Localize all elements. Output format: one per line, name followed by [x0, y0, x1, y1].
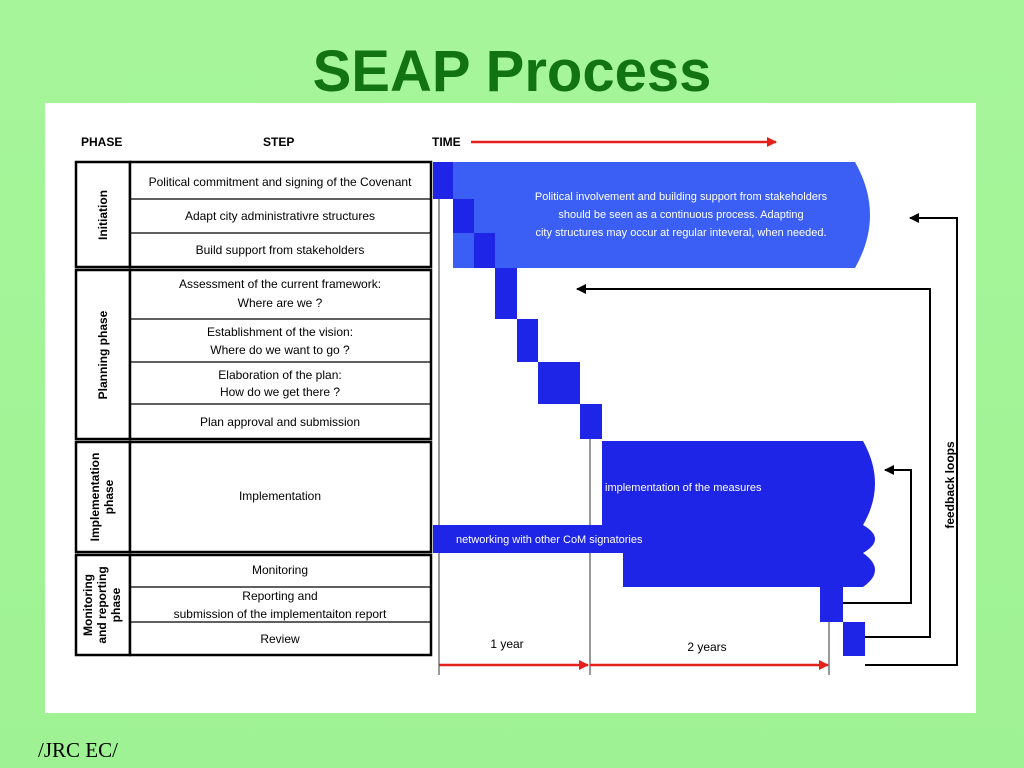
step-elaboration-1: Elaboration of the plan: [218, 368, 341, 382]
step-reporting-2: submission of the implementaiton report [174, 607, 387, 621]
time-header: TIME [432, 135, 461, 149]
networking-bar-label: networking with other CoM signatories [456, 534, 643, 546]
phase-label-initiation: Initiation [96, 190, 110, 240]
phase-label-implementation-2: phase [102, 479, 116, 514]
political-involvement-bar [453, 162, 870, 268]
political-text-1: Political involvement and building suppo… [535, 191, 828, 203]
implementation-bar-label: implementation of the measures [605, 482, 762, 494]
phase-implementation-box [74, 440, 132, 554]
step-political-commitment: Political commitment and signing of the … [149, 175, 412, 189]
block-step-reporting [820, 587, 843, 622]
one-year-label: 1 year [490, 637, 523, 651]
block-step-2 [453, 199, 474, 233]
block-step-1 [433, 162, 453, 199]
step-review: Review [260, 632, 300, 646]
step-column: Political commitment and signing of the … [128, 160, 433, 657]
feedback-loop-planning [576, 284, 931, 638]
block-step-4 [495, 268, 517, 319]
block-step-7 [580, 404, 602, 439]
phase-label-implementation-1: Implementation [88, 453, 102, 542]
step-build-support: Build support from stakeholders [196, 243, 365, 257]
phase-label-monitoring-2: and reporting [95, 566, 109, 643]
feedback-loops [576, 213, 958, 666]
block-step-review [843, 622, 865, 656]
feedback-loops-label: feedback loops [943, 441, 957, 529]
implementation-bar [602, 441, 875, 525]
block-step-5 [517, 319, 538, 362]
step-assessment-2: Where are we ? [238, 296, 323, 310]
slide-title: SEAP Process [312, 39, 712, 104]
phase-label-planning: Planning phase [96, 310, 110, 399]
step-adapt-structures: Adapt city administrativre structures [185, 209, 375, 223]
political-text-2: should be seen as a continuous process. … [558, 209, 803, 221]
step-plan-approval: Plan approval and submission [200, 415, 360, 429]
step-vision-1: Establishment of the vision: [207, 325, 353, 339]
seap-diagram-panel: PHASE STEP TIME Initiation Planning phas… [45, 103, 976, 713]
step-header: STEP [263, 135, 294, 149]
step-assessment-1: Assessment of the current framework: [179, 277, 381, 291]
step-vision-2: Where do we want to go ? [210, 343, 350, 357]
footer-credit: /JRC EC/ [38, 738, 118, 762]
step-elaboration-2: How do we get there ? [220, 385, 340, 399]
monitoring-bar [623, 553, 875, 587]
phase-label-monitoring-1: Monitoring [81, 574, 95, 636]
step-monitoring: Monitoring [252, 563, 308, 577]
step-reporting-1: Reporting and [242, 589, 317, 603]
networking-bar [433, 525, 875, 553]
phase-header: PHASE [81, 135, 122, 149]
phase-label-monitoring-3: phase [109, 587, 123, 622]
block-step-3 [474, 233, 495, 268]
staircase-blocks [433, 162, 865, 656]
phase-column [74, 160, 132, 657]
block-step-6 [538, 362, 580, 404]
feedback-loop-implementation [843, 465, 912, 604]
political-text-3: city structures may occur at regular int… [535, 227, 826, 239]
phase-planning-box [74, 268, 132, 441]
step-implementation: Implementation [239, 489, 321, 503]
two-years-label: 2 years [687, 640, 726, 654]
seap-diagram: PHASE STEP TIME Initiation Planning phas… [74, 135, 958, 675]
feedback-loop-initiation [865, 213, 958, 666]
